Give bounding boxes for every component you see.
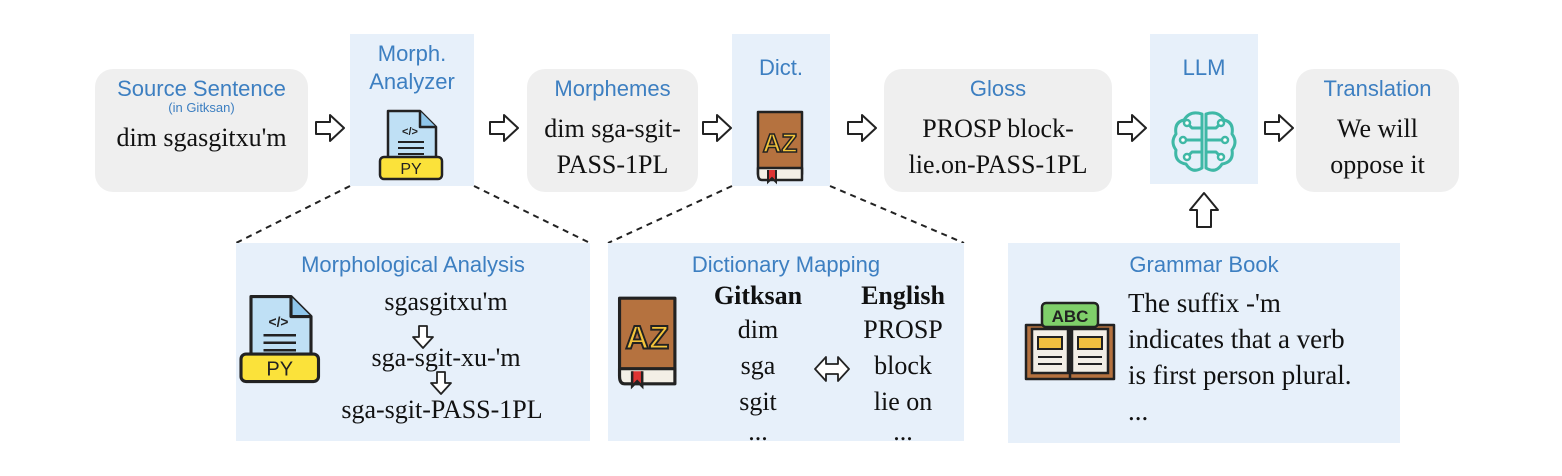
double-arrow-icon: [814, 356, 850, 382]
svg-text:PY: PY: [400, 161, 422, 178]
svg-text:</>: </>: [269, 315, 289, 330]
arrow-up-icon: [1189, 192, 1219, 228]
dict-title: Dict.: [759, 55, 803, 80]
arrow-right-icon: [702, 114, 732, 142]
python-file-icon: </> PY: [378, 109, 444, 181]
english-column-header: English: [861, 281, 945, 310]
gitksan-item: ...: [748, 417, 768, 446]
grammar-book-panel: Grammar Book ABC The suffix -'m indicate…: [1008, 243, 1400, 443]
gitksan-item: dim: [737, 315, 779, 344]
grammar-text-line: is first person plural.: [1128, 360, 1352, 390]
arrow-right-icon: [1117, 114, 1147, 142]
grammar-book-title: Grammar Book: [1129, 252, 1279, 277]
analysis-step-3: sga-sgit-PASS-1PL: [341, 395, 543, 424]
grammar-text-line: ...: [1128, 396, 1149, 426]
morphological-analysis-panel: Morphological Analysis </> PY sgasgitxu'…: [236, 243, 590, 441]
svg-text:AZ: AZ: [625, 319, 669, 356]
translation-box: Translation We will oppose it: [1296, 69, 1459, 192]
source-sentence-title: Source Sentence: [117, 76, 286, 101]
gitksan-item: sgit: [739, 387, 777, 416]
gitksan-column-header: Gitksan: [713, 281, 803, 310]
dictionary-book-icon: AZ: [617, 296, 677, 390]
grammar-text: The suffix -'m indicates that a verb is …: [1128, 285, 1351, 429]
english-item: PROSP: [863, 315, 943, 344]
gloss-box: Gloss PROSP block- lie.on-PASS-1PL: [884, 69, 1112, 192]
dictionary-book-icon: AZ: [756, 110, 804, 185]
arrow-right-icon: [847, 114, 877, 142]
morphological-analysis-title: Morphological Analysis: [301, 252, 525, 277]
open-book-icon: ABC: [1024, 301, 1116, 381]
morphemes-box: Morphemes dim sga-sgit- PASS-1PL: [527, 69, 698, 192]
svg-text:ABC: ABC: [1052, 307, 1089, 326]
translation-line1: We will: [1337, 114, 1418, 143]
llm-title: LLM: [1182, 55, 1226, 80]
gitksan-item: sga: [740, 351, 776, 380]
english-item: lie on: [873, 387, 933, 416]
english-item: block: [874, 351, 932, 380]
python-file-icon: </> PY: [239, 294, 321, 384]
grammar-text-line: The suffix -'m: [1128, 288, 1281, 318]
gloss-line2: lie.on-PASS-1PL: [908, 150, 1088, 179]
dictionary-mapping-panel: Dictionary Mapping AZ Gitksan dim sga sg…: [608, 243, 964, 446]
analysis-step-2: sga-sgit-xu-'m: [371, 343, 521, 372]
grammar-text-line: indicates that a verb: [1128, 324, 1345, 354]
arrow-down-icon: [430, 371, 452, 395]
arrow-right-icon: [315, 114, 345, 142]
arrow-right-icon: [489, 114, 519, 142]
morph-analyzer-title-line2: Analyzer: [369, 69, 455, 94]
arrow-right-icon: [1264, 114, 1294, 142]
source-sentence-text: dim sgasgitxu'm: [116, 123, 287, 152]
morphemes-title: Morphemes: [554, 76, 671, 101]
llm-box: LLM: [1150, 34, 1258, 184]
svg-text:PY: PY: [266, 358, 293, 380]
source-sentence-subtitle: (in Gitksan): [168, 100, 235, 115]
morphemes-line2: PASS-1PL: [556, 150, 669, 179]
dictionary-mapping-title: Dictionary Mapping: [691, 252, 881, 277]
morph-analyzer-title-line1: Morph.: [377, 41, 447, 66]
morphemes-line1: dim sga-sgit-: [544, 114, 681, 143]
morph-analyzer-box: Morph. Analyzer </> PY: [350, 34, 474, 186]
translation-title: Translation: [1323, 76, 1432, 101]
analysis-step-1: sgasgitxu'm: [384, 287, 508, 316]
source-sentence-box: Source Sentence (in Gitksan) dim sgasgit…: [95, 69, 308, 192]
translation-line2: oppose it: [1330, 150, 1425, 179]
gloss-line1: PROSP block-: [922, 114, 1074, 143]
svg-text:AZ: AZ: [763, 128, 798, 158]
gloss-title: Gloss: [969, 76, 1027, 101]
english-item: ...: [893, 417, 913, 446]
arrow-down-icon: [412, 325, 434, 349]
dict-box: Dict. AZ: [732, 34, 830, 186]
svg-text:</>: </>: [402, 126, 418, 138]
brain-circuit-icon: [1171, 111, 1237, 172]
